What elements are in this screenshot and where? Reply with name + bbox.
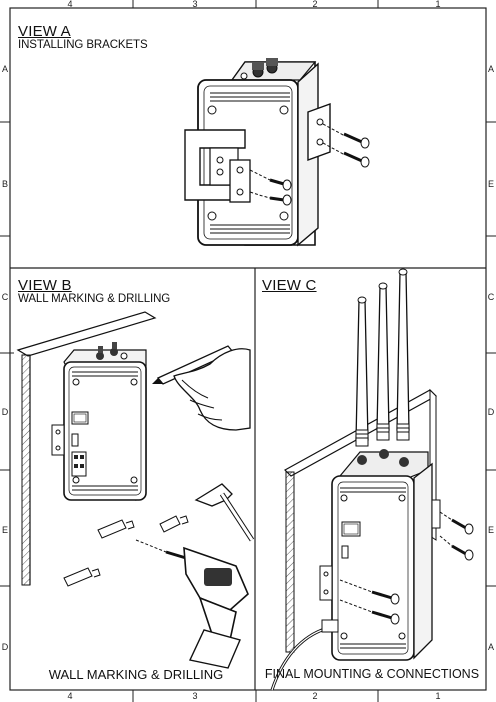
zone-marker-left: A (1, 64, 8, 74)
zone-marker-top: 2 (312, 0, 318, 9)
view-c-title: VIEW C (262, 277, 317, 294)
zone-marker-top: 3 (192, 0, 198, 9)
view-b-title: VIEW B (18, 277, 72, 294)
zone-marker-left: E (1, 525, 8, 535)
zone-marker-right: D (487, 407, 495, 417)
zone-marker-left: C (1, 292, 9, 302)
zone-marker-top: 1 (435, 0, 441, 9)
view-b-illustration (16, 311, 255, 669)
view-b-subtitle: WALL MARKING & DRILLING (18, 293, 171, 305)
zone-marker-bottom: 1 (435, 691, 441, 701)
view-c-illustration (270, 268, 474, 691)
zone-marker-bottom: 2 (312, 691, 318, 701)
zone-marker-left: D (1, 407, 9, 417)
zone-marker-right: C (487, 292, 495, 302)
view-a-subtitle: INSTALLING BRACKETS (18, 39, 148, 51)
zone-marker-top: 4 (67, 0, 73, 9)
zone-marker-bottom: 4 (67, 691, 73, 701)
zone-marker-bottom: 3 (192, 691, 198, 701)
zone-marker-left: B (1, 179, 8, 189)
view-c-caption: FINAL MOUNTING & CONNECTIONS (264, 667, 480, 681)
zone-marker-right: A (487, 64, 494, 74)
zone-marker-left: D (1, 642, 9, 652)
zone-marker-right: E (487, 179, 494, 189)
view-a-title: VIEW A (18, 23, 71, 40)
view-a-illustration (184, 58, 370, 247)
zone-marker-right: E (487, 525, 494, 535)
view-b-caption: WALL MARKING & DRILLING (48, 667, 224, 682)
zone-marker-right: A (487, 642, 494, 652)
